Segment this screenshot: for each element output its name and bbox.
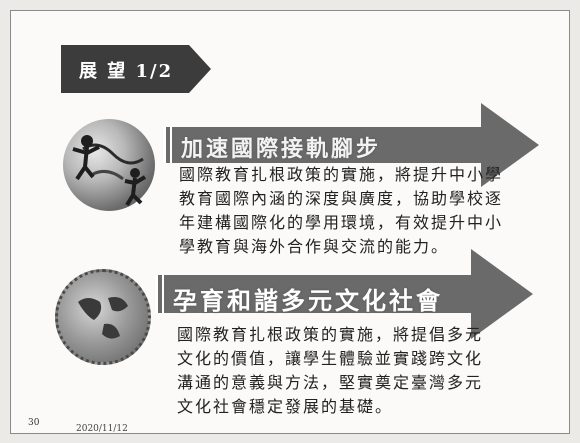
section-2-heading: 孕育和諧多元文化社會 [173, 286, 443, 315]
slide-date: 2020/11/12 [76, 424, 128, 434]
globe-people-ring-icon [55, 269, 151, 365]
page-number: 30 [28, 418, 40, 428]
globe-runner-icon [63, 119, 155, 211]
globe-continents [78, 297, 128, 339]
slide-title: 展 望 1/2 [79, 61, 174, 82]
section-2-body: 國際教育扎根政策的實施，將提倡多元文化的價值，讓學生體驗並實踐跨文化溝通的意義與… [177, 325, 484, 416]
section-1-heading: 加速國際接軌腳步 [181, 136, 382, 162]
title-tab: 展 望 1/2 [61, 45, 211, 93]
runner-figure [72, 135, 147, 207]
arrow-banner-2 [155, 249, 533, 339]
arrow-banner-1 [163, 103, 539, 187]
section-1-body: 國際教育扎根政策的實施，將提升中小學教育國際內涵的深度與廣度，協助學校逐年建構國… [179, 165, 504, 256]
slide: 展 望 1/2 加速國際接軌腳步 國際教育扎根政策的實施，將提升中小學教育國際內… [10, 10, 570, 434]
title-tab-shape [61, 45, 211, 93]
